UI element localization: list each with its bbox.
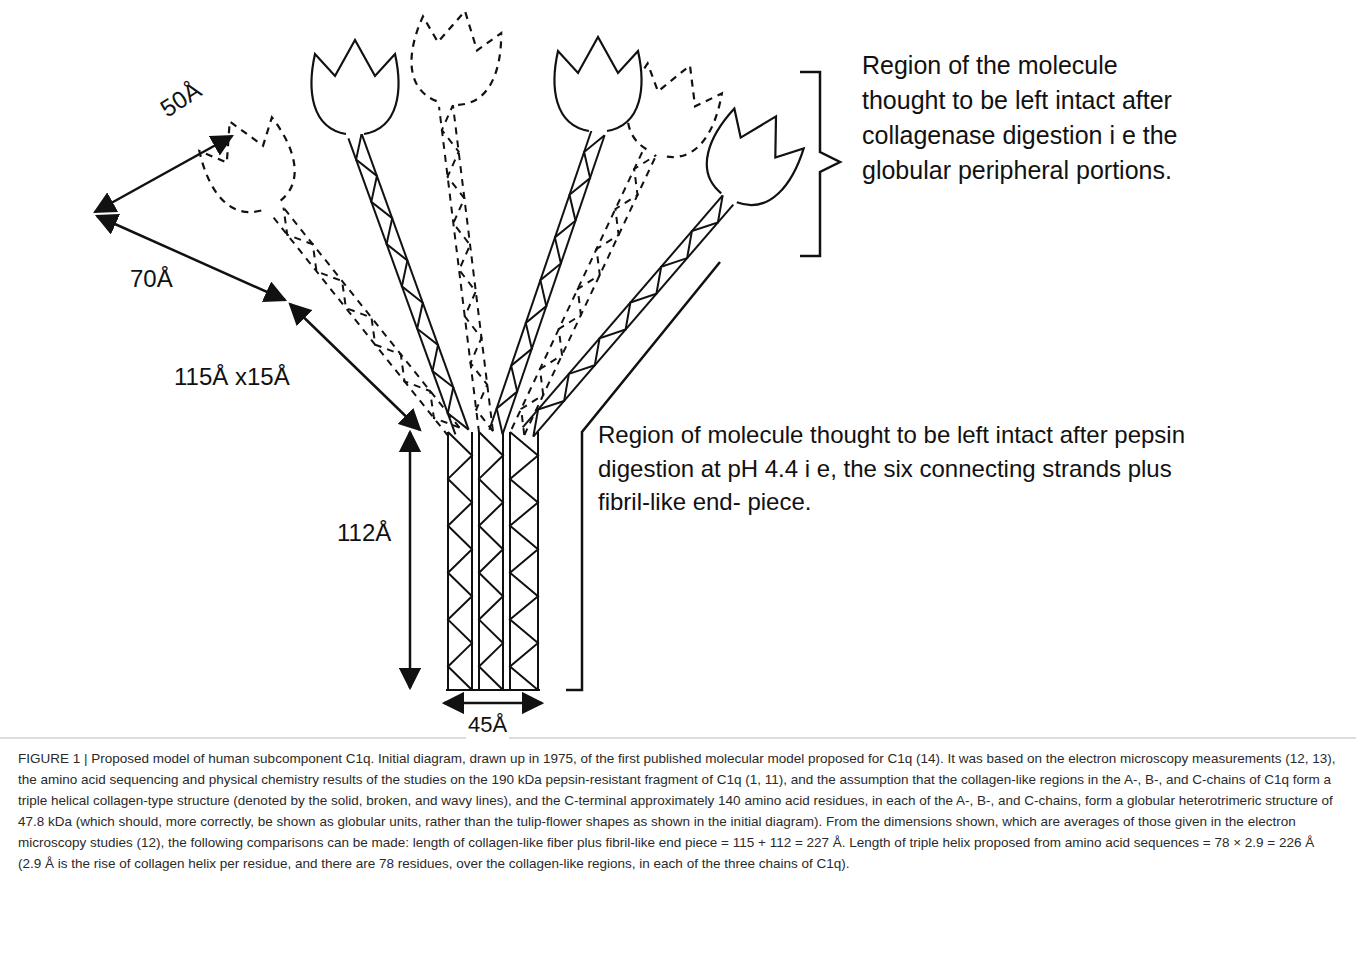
helix-zigzag [497, 135, 605, 434]
dimension-label: 115Å x15Å [172, 360, 292, 394]
strand-line [471, 432, 473, 690]
strand-line [502, 432, 504, 690]
strand-line [447, 432, 449, 690]
region-brackets [566, 72, 840, 690]
strand-line [453, 105, 493, 431]
collagen-strands [273, 105, 734, 690]
helix-zigzag [284, 208, 460, 428]
dimension-label: 70Å [128, 262, 175, 296]
strand-line [537, 432, 539, 690]
caption-rule [0, 738, 1356, 739]
strand-line [503, 135, 605, 434]
dimension-label: 45Å [466, 710, 509, 741]
globular-heads [190, 2, 813, 225]
strand-line [273, 216, 449, 436]
helix-zigzag [533, 195, 722, 436]
strand-line [439, 107, 479, 433]
helix-zigzag [521, 155, 656, 435]
figure-caption: FIGURE 1 | Proposed model of human subco… [18, 748, 1338, 874]
region-note: Region of the molecule thought to be lef… [862, 48, 1207, 188]
helix-zigzag [448, 432, 472, 690]
strand-line [283, 208, 459, 428]
region-note: Region of molecule thought to be left in… [598, 418, 1188, 519]
helix-zigzag [442, 105, 493, 431]
strand-line [446, 689, 540, 691]
helix-zigzag [510, 432, 538, 690]
dimension-label: 50Å [152, 73, 209, 127]
strand-line [478, 432, 480, 690]
helix-zigzag [479, 432, 503, 690]
strand-line [524, 155, 656, 435]
strand-line [509, 432, 511, 690]
dimension-label: 112Å [335, 516, 393, 550]
dimension-arrows [95, 136, 542, 703]
